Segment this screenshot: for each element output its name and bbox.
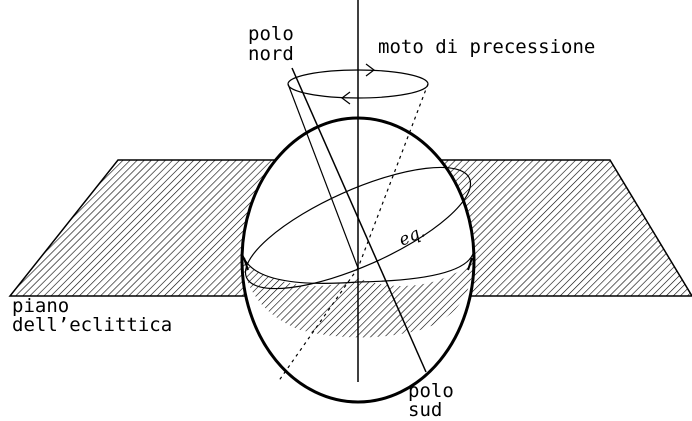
arrow-right-icon	[365, 63, 375, 77]
label-precession: moto di precessione	[378, 36, 595, 58]
tick-left	[243, 257, 249, 271]
cone-lower-dotted	[277, 267, 359, 383]
label-piano-2: dell’eclittica	[12, 314, 172, 336]
tick-right	[467, 257, 473, 271]
equator-ellipse	[244, 166, 472, 290]
label-piano-1: piano	[12, 295, 69, 317]
label-polo-nord-2: nord	[248, 43, 294, 65]
cone-right-edge-dotted	[357, 83, 429, 269]
rotation-axis	[291, 67, 427, 373]
precession-ellipse	[287, 69, 429, 99]
label-polo-sud-1: polo	[408, 380, 454, 402]
arrow-left-icon	[341, 91, 351, 105]
label-polo-nord-1: polo	[248, 23, 294, 45]
label-polo-sud-2: sud	[408, 399, 442, 421]
cone-left-edge	[287, 83, 359, 269]
